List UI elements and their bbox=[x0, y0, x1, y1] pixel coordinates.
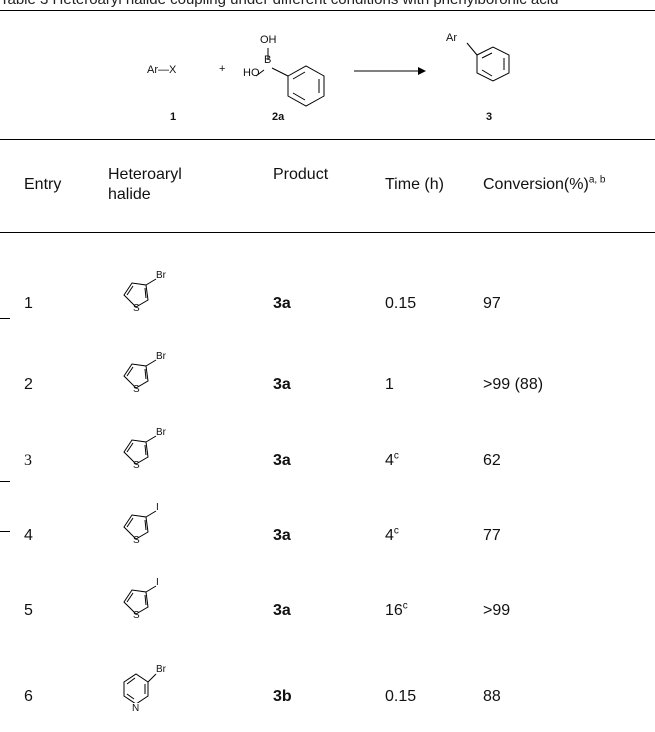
ring-heteroatom: N bbox=[132, 703, 140, 714]
ring-heteroatom: S bbox=[133, 384, 140, 395]
cell-entry: 5 bbox=[24, 602, 33, 619]
cell-conversion: 62 bbox=[483, 452, 501, 469]
reactant-ar-x: Ar—X bbox=[147, 64, 177, 76]
cell-time: 16c bbox=[385, 601, 408, 621]
cell-time: 0.15 bbox=[385, 294, 416, 314]
margin-tick bbox=[0, 318, 10, 319]
col-header-time: Time (h) bbox=[385, 176, 444, 193]
cell-time: 0.15 bbox=[385, 687, 416, 707]
halogen-label: Br bbox=[156, 664, 166, 675]
col-header-conversion: Conversion(%)a, b bbox=[483, 175, 606, 195]
cell-time-value: 4 bbox=[385, 527, 394, 544]
cell-entry: 1 bbox=[24, 295, 33, 312]
plus-sign: + bbox=[219, 63, 226, 75]
margin-tick bbox=[0, 481, 10, 482]
thiophene-ring-icon bbox=[123, 278, 157, 308]
cell-entry: 3 bbox=[24, 452, 32, 469]
cell-entry: 6 bbox=[24, 688, 33, 705]
cell-conversion: 77 bbox=[483, 527, 501, 544]
cell-product: 3a bbox=[273, 452, 291, 469]
cell-time-value: 16 bbox=[385, 602, 403, 619]
phenylboronic-acid-structure bbox=[255, 48, 325, 107]
halogen-label: I bbox=[156, 577, 159, 588]
col-header-halide-line2: halide bbox=[108, 186, 151, 203]
top-rule bbox=[0, 10, 655, 11]
col-header-product: Product bbox=[273, 166, 329, 183]
thiophene-ring-icon bbox=[123, 359, 157, 389]
cell-product: 3a bbox=[273, 602, 291, 619]
cell-product: 3a bbox=[273, 376, 291, 393]
cell-entry: 4 bbox=[24, 527, 33, 544]
halothiophene-structure: S Br bbox=[112, 267, 172, 325]
cell-product: 3b bbox=[273, 688, 292, 705]
product-biaryl-structure bbox=[466, 42, 510, 82]
cell-time-footnote: c bbox=[393, 525, 399, 537]
pyridine-ring-icon bbox=[123, 673, 157, 705]
reaction-scheme: Ar—X + OH B HO Ar bbox=[0, 10, 655, 138]
cell-time-value: 0.15 bbox=[385, 688, 417, 705]
cell-conversion: >99 bbox=[483, 602, 511, 619]
cell-time-value: 1 bbox=[385, 376, 394, 393]
bromopyridine-structure: N Br bbox=[112, 660, 172, 718]
boronic-oh: OH bbox=[260, 34, 277, 46]
cell-product: 3a bbox=[273, 527, 291, 544]
col-header-halide: Heteroaryl halide bbox=[108, 165, 182, 205]
halothiophene-structure: S Br bbox=[112, 348, 172, 406]
thiophene-ring-icon bbox=[123, 435, 157, 465]
cell-time: 4c bbox=[385, 451, 399, 471]
ring-heteroatom: S bbox=[133, 460, 140, 471]
ring-heteroatom: S bbox=[133, 535, 140, 546]
ring-heteroatom: S bbox=[133, 303, 140, 314]
cell-product: 3a bbox=[273, 295, 291, 312]
cell-conversion: >99 (88) bbox=[483, 376, 544, 393]
label-3: 3 bbox=[486, 111, 493, 123]
col-header-conversion-footnote: a, b bbox=[588, 174, 606, 186]
label-1: 1 bbox=[170, 111, 177, 123]
halogen-label: Br bbox=[156, 427, 166, 438]
scheme-rule bbox=[0, 139, 655, 140]
cell-conversion: 88 bbox=[483, 688, 501, 705]
halogen-label: I bbox=[156, 502, 159, 513]
cell-time: 1 bbox=[385, 375, 394, 395]
cell-time-footnote: c bbox=[393, 450, 399, 462]
cell-time: 4c bbox=[385, 526, 399, 546]
reaction-arrow bbox=[354, 67, 426, 75]
cell-time-footnote: c bbox=[402, 600, 408, 612]
header-rule bbox=[0, 232, 655, 233]
col-header-entry: Entry bbox=[24, 176, 62, 193]
thiophene-ring-icon bbox=[123, 510, 157, 540]
halogen-label: Br bbox=[156, 351, 166, 362]
cell-time-value: 4 bbox=[385, 452, 394, 469]
col-header-halide-line1: Heteroaryl bbox=[108, 166, 182, 183]
label-2a: 2a bbox=[272, 111, 285, 123]
cell-time-value: 0.15 bbox=[385, 295, 417, 312]
cell-conversion: 97 bbox=[483, 295, 501, 312]
table-caption: Table 3 Heteroaryl halide coupling under… bbox=[0, 0, 558, 8]
halothiophene-structure: S Br bbox=[112, 424, 172, 482]
col-header-conversion-label: Conversion(%) bbox=[483, 176, 589, 193]
margin-tick bbox=[0, 531, 10, 532]
halogen-label: Br bbox=[156, 270, 166, 281]
boronic-ho: HO bbox=[243, 67, 260, 79]
thiophene-ring-icon bbox=[123, 585, 157, 615]
product-ar: Ar bbox=[446, 32, 457, 44]
boronic-b: B bbox=[264, 54, 272, 66]
ring-heteroatom: S bbox=[133, 610, 140, 621]
cell-entry: 2 bbox=[24, 376, 33, 393]
